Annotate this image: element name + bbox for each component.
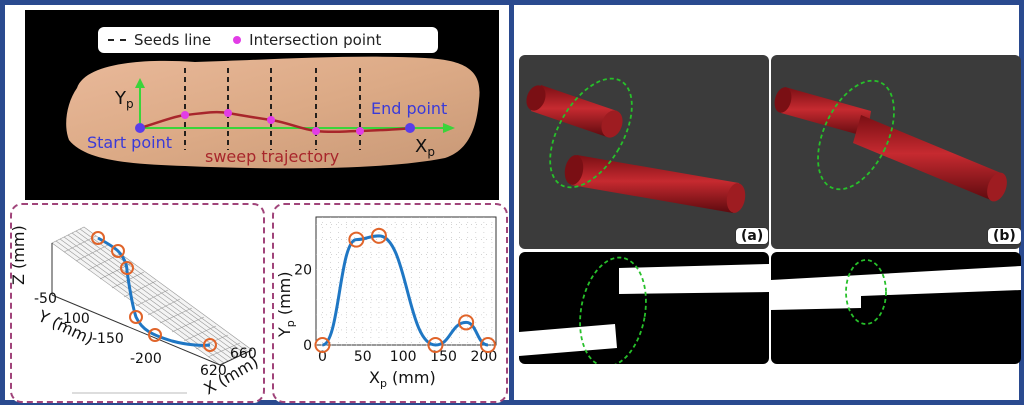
legend-seeds-label: Seeds line <box>134 31 211 49</box>
mask-right <box>771 252 1021 364</box>
left-panel: Yp Xp Start point End point sweep trajec… <box>0 0 514 405</box>
plot-3d-box: Z (mm) -50 -100 -150 -200 Y (mm) 620 660… <box>10 203 265 403</box>
tile-label-a: (a) <box>735 227 769 245</box>
mask-left <box>519 252 769 364</box>
x-axis-label: Xp (mm) <box>369 368 436 390</box>
z-axis-label: Z (mm) <box>12 225 28 285</box>
tube-segment-lower <box>563 154 748 215</box>
legend: Seeds line Intersection point <box>98 27 438 53</box>
tube-merged <box>772 85 1011 204</box>
x-tick-label: 100 <box>390 349 417 365</box>
intersection-point <box>312 127 320 135</box>
render-a <box>519 55 769 249</box>
render-b <box>771 55 1021 249</box>
y-tick: -200 <box>130 351 162 367</box>
y-axis-label: Yp (mm) <box>275 271 297 338</box>
start-point-label: Start point <box>87 133 172 152</box>
plot-3d: Z (mm) -50 -100 -150 -200 Y (mm) 620 660… <box>12 205 263 401</box>
right-panel: (a) (b) <box>509 0 1024 405</box>
mask-tile-left <box>519 252 769 364</box>
end-point-label: End point <box>371 99 447 118</box>
y-tick-label: 20 <box>294 263 312 279</box>
y-tick: -150 <box>92 331 124 347</box>
intersection-point <box>356 127 364 135</box>
y-tick-label: 0 <box>303 338 312 354</box>
mask-tile-right <box>771 252 1021 364</box>
intersection-point <box>267 116 275 124</box>
mask-merged-band <box>771 266 1021 310</box>
legend-seeds: Seeds line <box>98 31 211 49</box>
top-view-image: Yp Xp Start point End point sweep trajec… <box>25 10 499 200</box>
legend-intersection: Intersection point <box>229 31 381 49</box>
intersection-point <box>181 111 189 119</box>
x-tick-label: 50 <box>354 349 372 365</box>
render-tile-b: (b) <box>771 55 1021 249</box>
render-tile-a: (a) <box>519 55 769 249</box>
tube-segment-upper <box>523 83 626 141</box>
sweep-trajectory-label: sweep trajectory <box>205 147 339 166</box>
mask-lower-band <box>519 324 617 356</box>
tile-label-b: (b) <box>987 227 1021 245</box>
dashed-line-swatch <box>108 39 126 41</box>
dot-swatch <box>233 36 241 44</box>
mask-upper-band <box>619 264 769 294</box>
start-point-marker <box>135 123 145 133</box>
end-point-marker <box>405 123 415 133</box>
legend-intersection-label: Intersection point <box>249 31 381 49</box>
y-tick: -50 <box>34 291 57 307</box>
intersection-point <box>224 109 232 117</box>
